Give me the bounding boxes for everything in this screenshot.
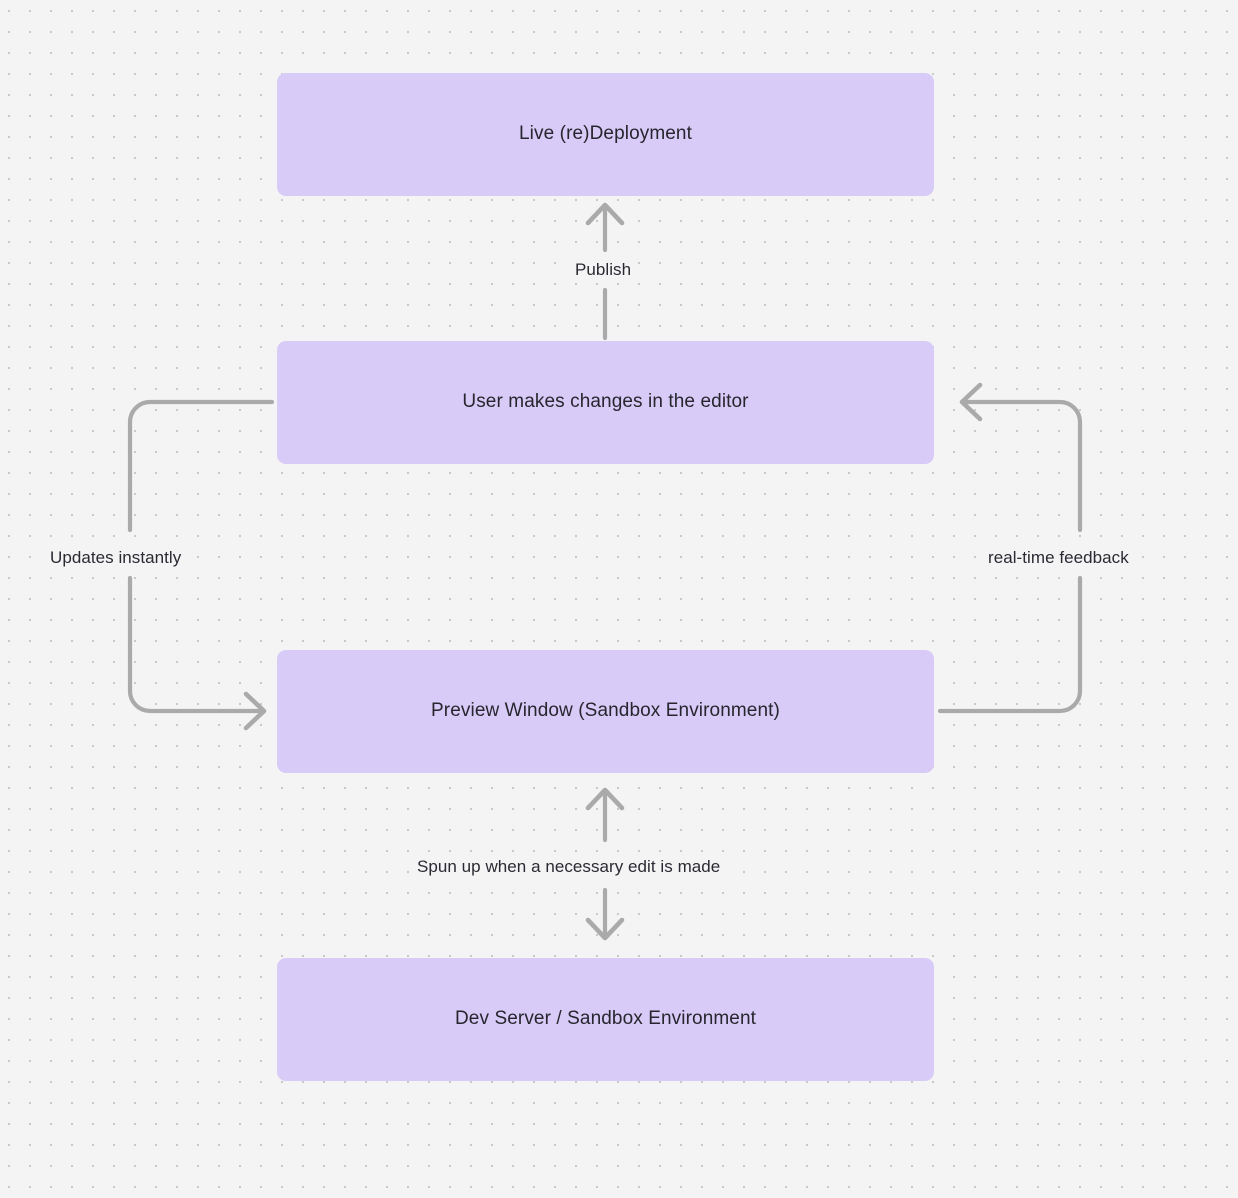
node-label: Dev Server / Sandbox Environment [454, 1008, 756, 1030]
edge-realtime-feedback [937, 382, 1083, 714]
edge-updates-arrowhead-right [243, 691, 267, 731]
edge-updates-instantly [127, 399, 275, 731]
edge-spun-up [585, 787, 625, 941]
node-user-makes-changes[interactable]: User makes changes in the editor [277, 341, 934, 464]
edge-updates-lower-segment [127, 575, 267, 714]
edge-updates-upper-segment [127, 399, 275, 533]
node-live-redeployment[interactable]: Live (re)Deployment [277, 73, 934, 196]
edge-label-spun-up: Spun up when a necessary edit is made [410, 855, 728, 879]
node-dev-server[interactable]: Dev Server / Sandbox Environment [277, 958, 934, 1081]
node-label: User makes changes in the editor [462, 391, 749, 413]
edge-publish-arrowhead-up [585, 202, 625, 226]
node-label: Live (re)Deployment [519, 123, 692, 145]
node-label: Preview Window (Sandbox Environment) [431, 700, 780, 722]
edge-spun-arrowhead-down [585, 917, 625, 941]
edge-label-realtime-feedback: real-time feedback [981, 546, 1136, 570]
edge-realtime-upper-segment [959, 399, 1083, 533]
edge-publish [585, 202, 625, 341]
edge-label-updates-instantly: Updates instantly [43, 546, 189, 570]
edge-spun-arrowhead-up [585, 787, 625, 811]
edge-label-publish: Publish [568, 258, 639, 282]
edge-realtime-arrowhead-left [959, 382, 983, 422]
edge-realtime-lower-segment [937, 575, 1083, 714]
node-preview-window[interactable]: Preview Window (Sandbox Environment) [277, 650, 934, 773]
